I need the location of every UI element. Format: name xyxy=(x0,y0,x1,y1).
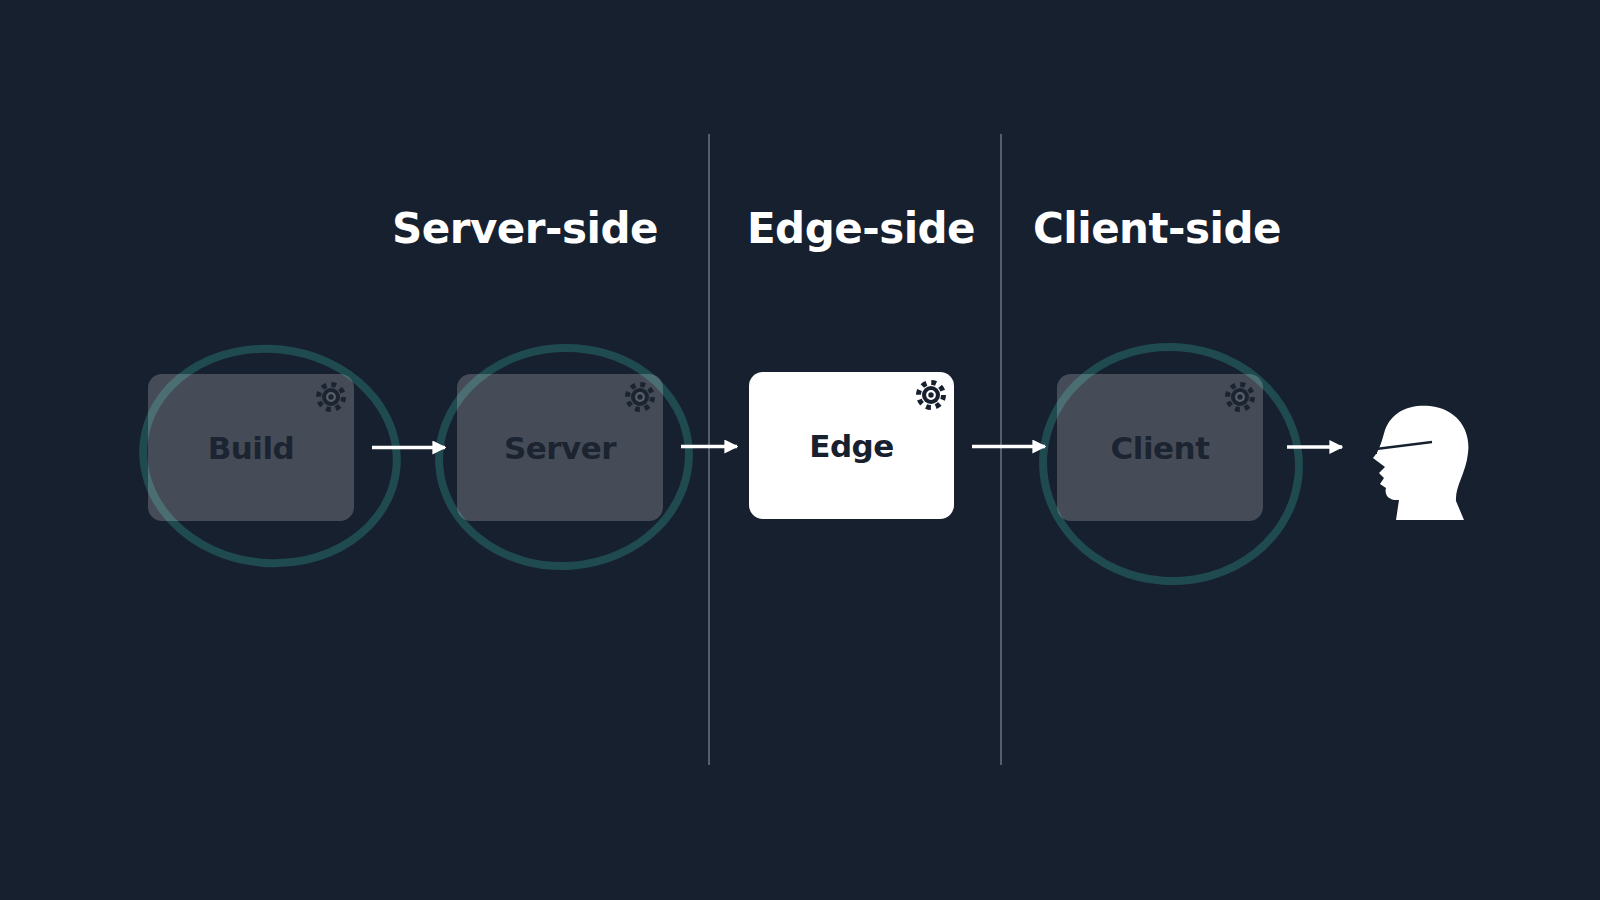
flow-arrow xyxy=(372,446,445,450)
gear-icon xyxy=(623,380,657,414)
gear-icon xyxy=(914,378,948,412)
gear-icon xyxy=(314,380,348,414)
highlight-circle xyxy=(133,336,408,575)
process-box: Edge xyxy=(749,372,954,519)
box-label: Server xyxy=(504,430,616,466)
box-label: Client xyxy=(1111,430,1210,466)
highlight-circle xyxy=(432,340,697,575)
gear-icon xyxy=(1223,380,1257,414)
box-label: Build xyxy=(208,430,295,466)
zone-heading: Server-side xyxy=(392,204,658,253)
divider-line xyxy=(1000,134,1002,765)
zone-heading: Client-side xyxy=(1033,204,1281,253)
process-box: Server xyxy=(457,374,663,521)
box-label: Edge xyxy=(809,428,894,464)
divider-line xyxy=(708,134,710,765)
flow-arrow xyxy=(972,445,1045,449)
zone-heading: Edge-side xyxy=(747,204,975,253)
flow-arrow xyxy=(681,445,737,449)
process-box: Client xyxy=(1057,374,1263,521)
highlight-circle xyxy=(1035,338,1307,589)
viewer-head xyxy=(1373,406,1468,520)
viewer-arrow xyxy=(1287,445,1342,449)
process-box: Build xyxy=(148,374,354,521)
